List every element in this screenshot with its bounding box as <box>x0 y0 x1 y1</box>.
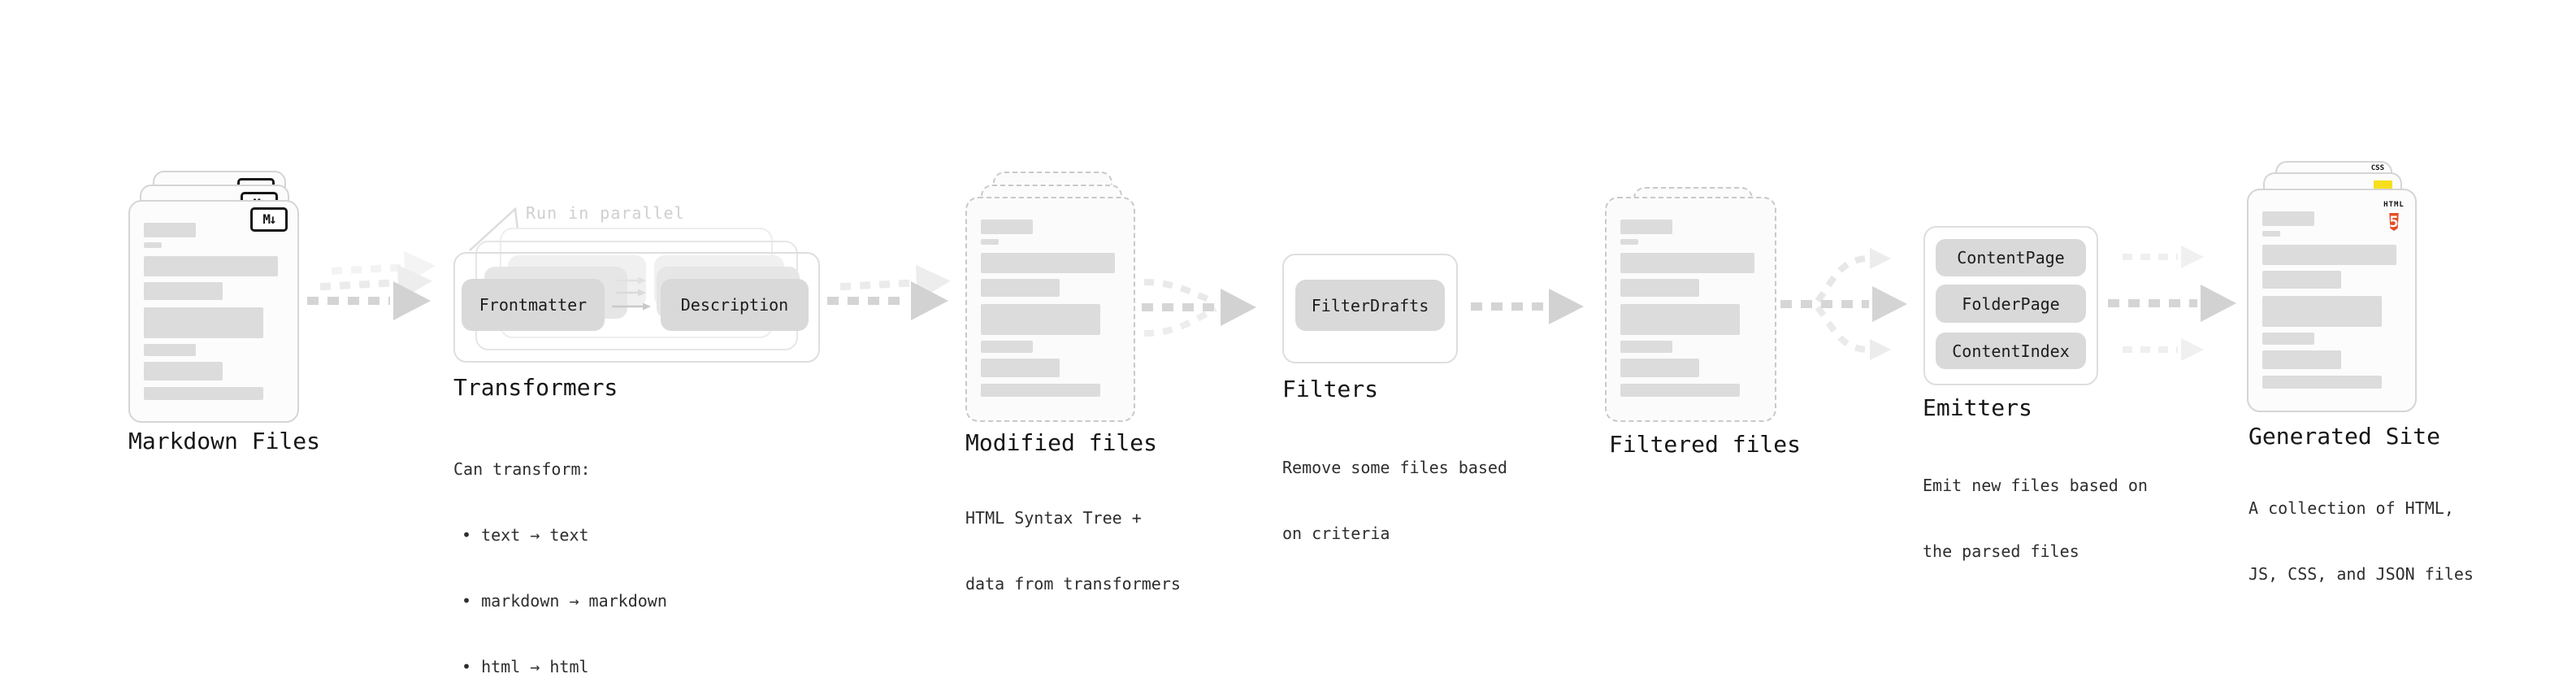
description-label: Description <box>680 295 789 315</box>
text-line-placeholder <box>144 387 263 400</box>
generated-site-description: A collection of HTML, JS, CSS, and JSON … <box>2249 498 2474 584</box>
filter-drafts-label: FilterDrafts <box>1311 295 1429 315</box>
filters-container: FilterDrafts <box>1282 254 1458 363</box>
text-line-placeholder <box>144 344 196 356</box>
text-line-placeholder <box>144 307 263 338</box>
run-in-parallel-note: Run in parallel <box>526 203 685 223</box>
generated-site-label: Generated Site <box>2249 423 2441 450</box>
transformers-description: Can transform: • text → text • markdown … <box>453 459 667 676</box>
content-page-box: ContentPage <box>1936 239 2086 276</box>
text-line-placeholder <box>144 242 162 248</box>
arrow-modified-to-filters-converge <box>1142 279 1256 337</box>
arrow-markdown-to-transformers <box>307 250 436 320</box>
transformers-label: Transformers <box>453 374 618 401</box>
static-site-pipeline-diagram: { "stages": { "markdown_files": { "label… <box>128 161 2474 676</box>
folder-page-box: FolderPage <box>1936 285 2086 323</box>
arrow-transformers-to-modified <box>827 264 951 320</box>
frontmatter-label: Frontmatter <box>479 295 588 315</box>
text-line-placeholder <box>981 239 999 245</box>
text-line-placeholder <box>1620 359 1699 377</box>
content-page-label: ContentPage <box>1957 248 2065 267</box>
emitters-container: ContentPage FolderPage ContentIndex <box>1923 226 2098 385</box>
text-line-placeholder <box>2262 350 2341 369</box>
modified-files-description: HTML Syntax Tree + data from transformer… <box>965 508 1181 593</box>
text-line-placeholder <box>981 220 1033 234</box>
content-index-box: ContentIndex <box>1936 333 2086 369</box>
markdown-icon: M↓ <box>250 207 288 232</box>
stage-filtered-files <box>1605 187 1776 423</box>
filtered-files-label: Filtered files <box>1609 431 1802 458</box>
text-line-placeholder <box>1620 253 1754 273</box>
filters-label: Filters <box>1282 376 1379 402</box>
arrow-filters-to-filtered <box>1471 289 1584 324</box>
filtered-file-doc-front <box>1605 197 1776 422</box>
text-line-placeholder <box>1620 384 1740 397</box>
text-line-placeholder <box>2262 211 2314 226</box>
markdown-files-label: Markdown Files <box>128 428 321 454</box>
text-line-placeholder <box>1620 220 1672 234</box>
text-line-placeholder <box>1620 239 1638 245</box>
transformer-container-front <box>453 252 820 363</box>
content-index-label: ContentIndex <box>1952 341 2070 361</box>
text-line-placeholder <box>981 341 1033 353</box>
stage-modified-files <box>965 172 1136 424</box>
stage-generated-site: CSS HTML 5 <box>2247 161 2418 413</box>
filter-drafts-box: FilterDrafts <box>1295 280 1445 331</box>
text-line-placeholder <box>144 362 223 380</box>
filters-description: Remove some files based on criteria <box>1282 458 1507 543</box>
text-line-placeholder <box>981 253 1115 273</box>
text-line-placeholder <box>144 223 196 237</box>
text-line-placeholder <box>981 304 1100 335</box>
html5-icon: HTML 5 <box>2383 201 2405 231</box>
text-line-placeholder <box>2262 376 2382 389</box>
text-line-placeholder <box>2262 231 2280 237</box>
emitters-description: Emit new files based on the parsed files <box>1923 476 2148 561</box>
arrow-emitters-to-site <box>2108 246 2236 361</box>
modified-files-label: Modified files <box>965 429 1158 456</box>
text-line-placeholder <box>981 384 1100 397</box>
transformer-frontmatter-box: Frontmatter <box>462 279 605 331</box>
folder-page-label: FolderPage <box>1962 293 2060 314</box>
text-line-placeholder <box>981 359 1060 377</box>
stage-markdown-files: M↓ M↓ M↓ <box>128 164 299 424</box>
text-line-placeholder <box>1620 304 1740 335</box>
arrow-filtered-to-emitters-diverge <box>1780 248 1907 360</box>
text-line-placeholder <box>2262 271 2341 289</box>
text-line-placeholder <box>1620 341 1672 353</box>
run-in-parallel-callout-line <box>469 207 519 251</box>
emitters-label: Emitters <box>1923 394 2032 421</box>
text-line-placeholder <box>2262 333 2314 345</box>
text-line-placeholder <box>981 279 1060 297</box>
text-line-placeholder <box>1620 279 1699 297</box>
javascript-icon <box>2374 180 2392 189</box>
text-line-placeholder <box>144 282 223 300</box>
text-line-placeholder <box>2262 245 2396 265</box>
transformer-description-box: Description <box>661 279 809 331</box>
modified-file-doc-front <box>965 197 1135 422</box>
text-line-placeholder <box>2262 296 2382 327</box>
text-line-placeholder <box>144 256 278 276</box>
transformer-parallel-arrows <box>612 276 651 311</box>
site-doc-front-html: HTML 5 <box>2247 189 2417 412</box>
markdown-file-doc-front: M↓ <box>128 200 299 423</box>
